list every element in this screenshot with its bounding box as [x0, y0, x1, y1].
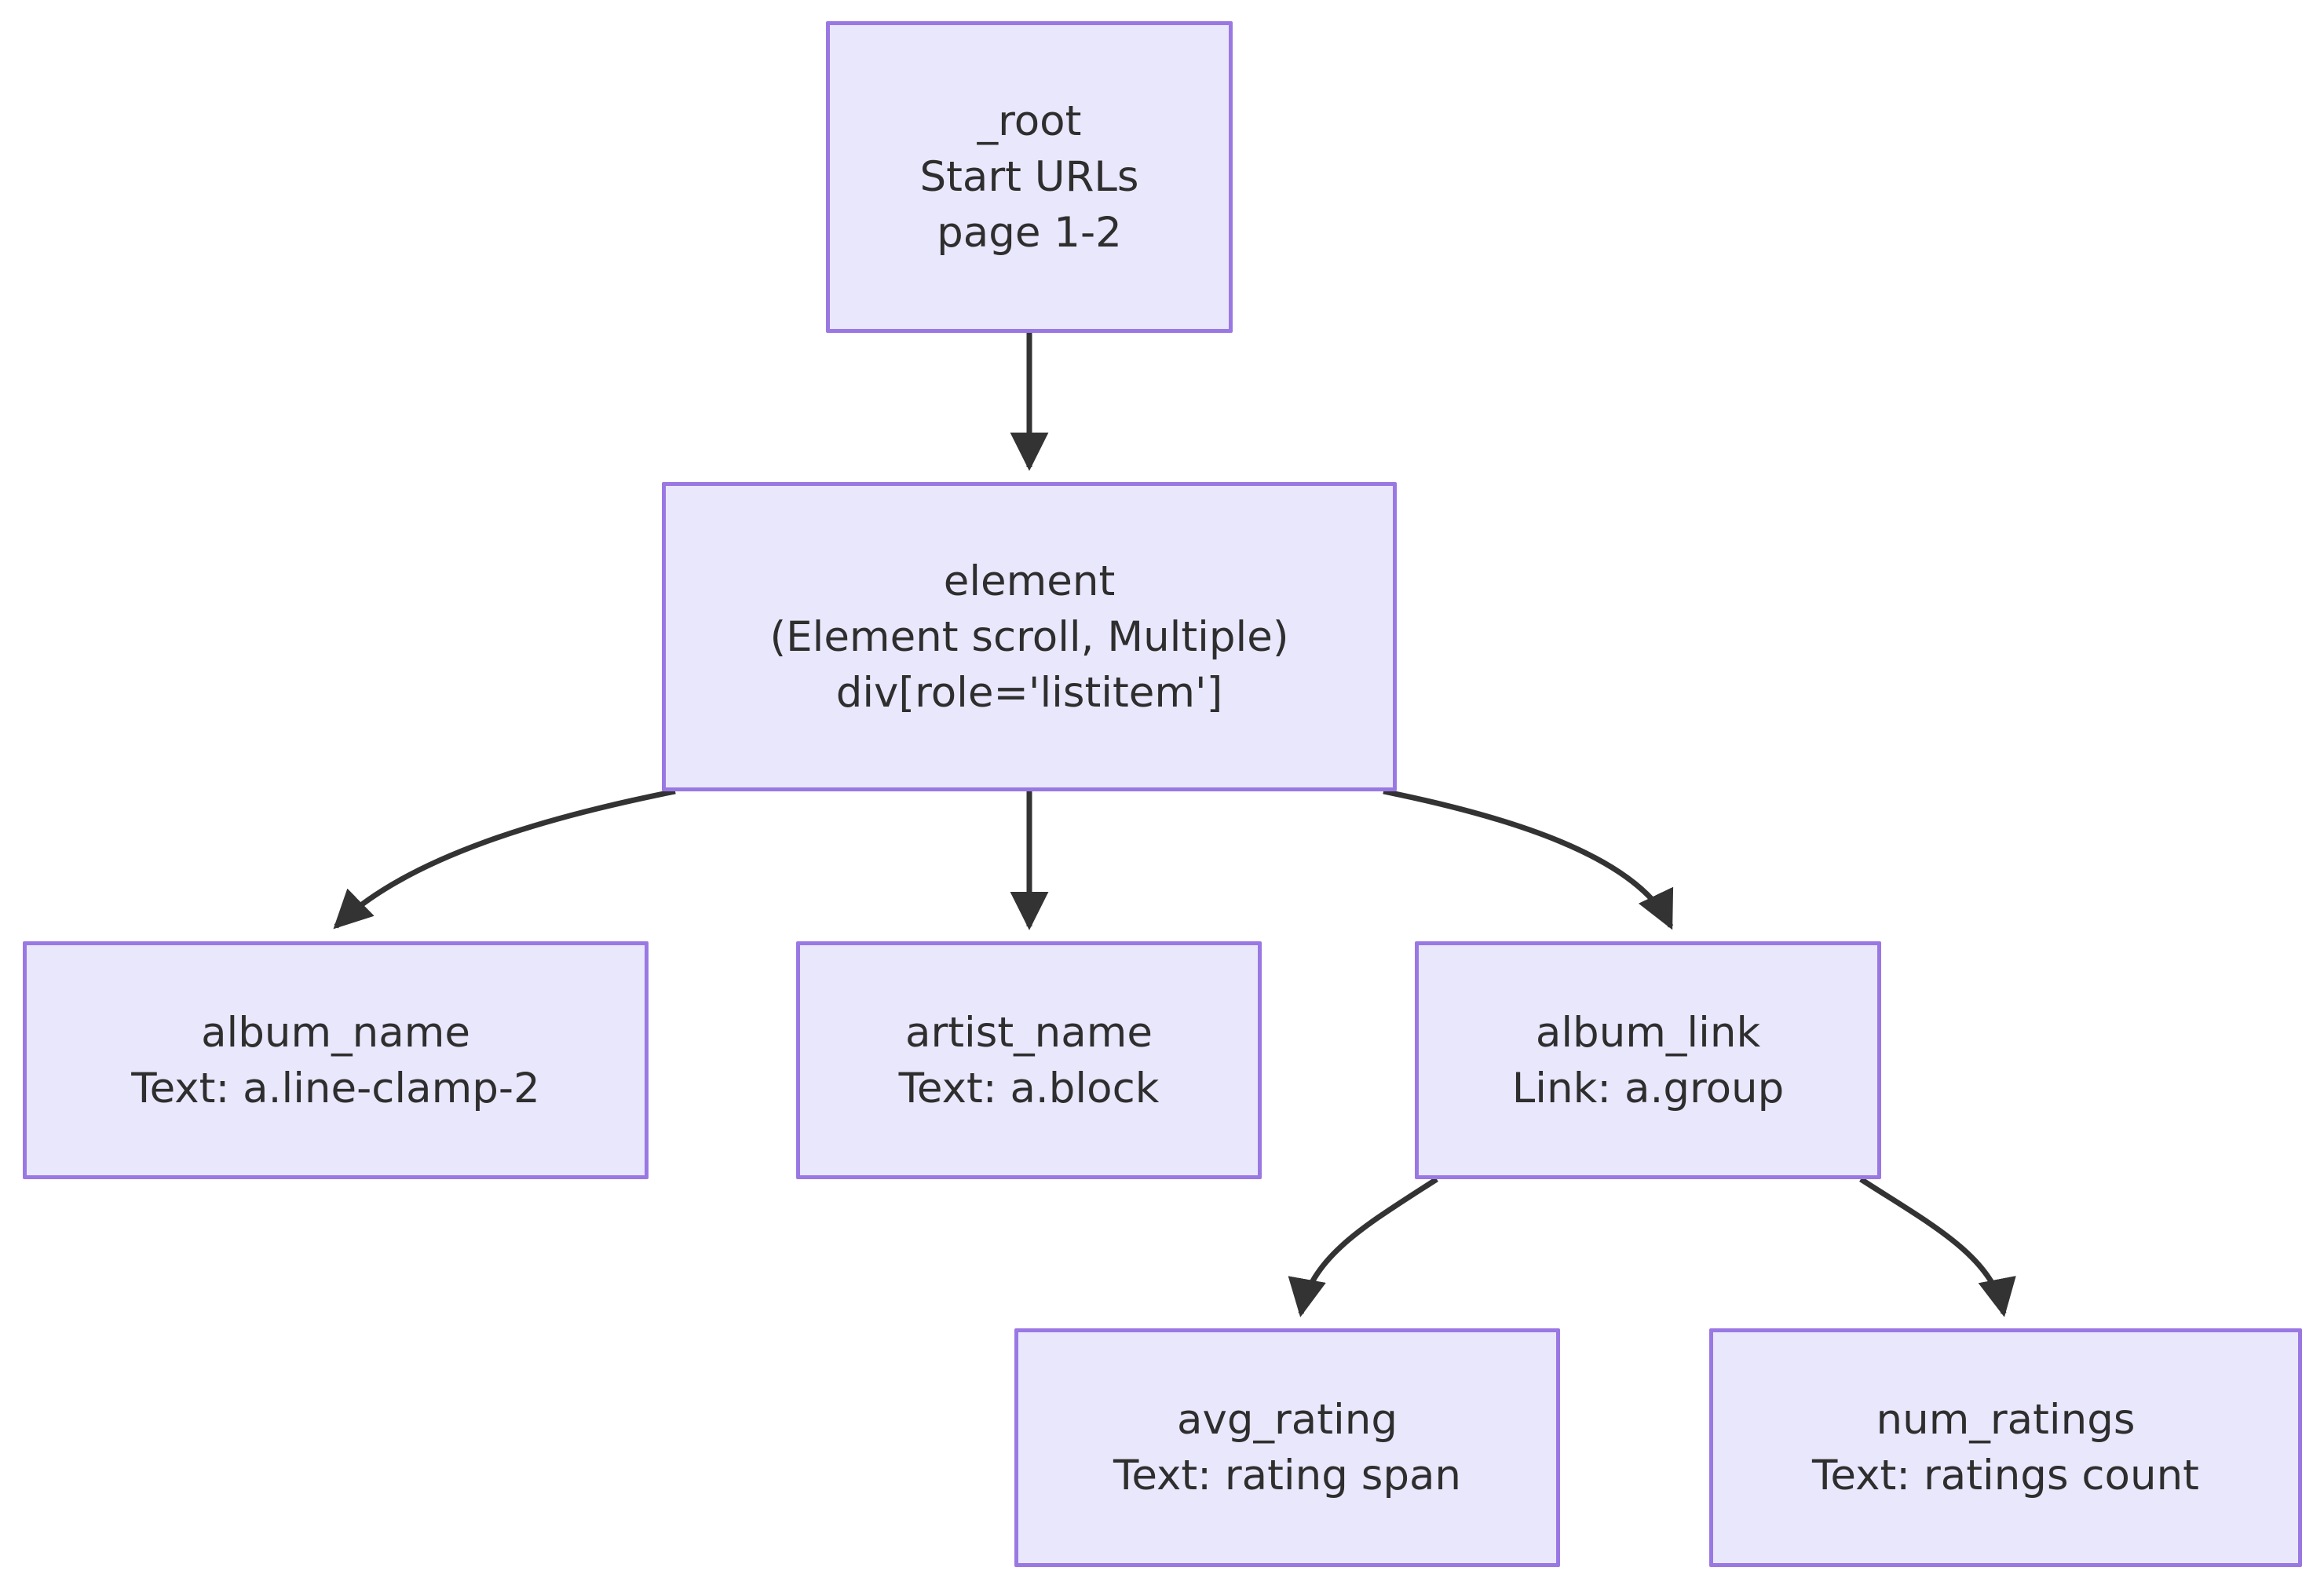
node-album-link[interactable]: album_link Link: a.group: [1415, 941, 1881, 1179]
node-num-ratings[interactable]: num_ratings Text: ratings count: [1709, 1328, 2302, 1567]
node-element-line-3: div[role='listitem']: [835, 668, 1223, 717]
node-element[interactable]: element (Element scroll, Multiple) div[r…: [662, 482, 1397, 791]
node-num-ratings-line-2: Text: ratings count: [1812, 1452, 2199, 1500]
node-album-name-line-1: album_name: [201, 1008, 470, 1057]
node-album-name-line-2: Text: a.line-clamp-2: [131, 1064, 540, 1112]
node-num-ratings-line-1: num_ratings: [1876, 1396, 2136, 1444]
node-root-line-3: page 1-2: [937, 209, 1122, 257]
node-artist-name-line-1: artist_name: [905, 1008, 1153, 1057]
node-root-line-1: _root: [977, 97, 1082, 145]
node-avg-rating[interactable]: avg_rating Text: rating span: [1014, 1328, 1560, 1567]
node-root[interactable]: _root Start URLs page 1-2: [826, 21, 1233, 333]
edge-album-link-to-avg-rating: [1288, 1177, 1438, 1317]
edge-album-link-to-num-ratings: [1859, 1177, 2016, 1317]
node-element-line-2: (Element scroll, Multiple): [769, 612, 1289, 661]
node-artist-name-line-2: Text: a.block: [898, 1064, 1160, 1112]
node-root-line-2: Start URLs: [919, 153, 1139, 201]
node-element-line-1: element: [943, 557, 1116, 605]
node-album-link-line-2: Link: a.group: [1511, 1064, 1785, 1112]
node-album-link-line-1: album_link: [1535, 1008, 1761, 1057]
node-avg-rating-line-1: avg_rating: [1177, 1396, 1398, 1444]
node-artist-name[interactable]: artist_name Text: a.block: [796, 941, 1262, 1179]
edge-element-to-album-link: [1383, 788, 1674, 930]
edge-element-to-album-name: [333, 788, 676, 930]
node-avg-rating-line-2: Text: rating span: [1113, 1452, 1462, 1500]
node-album-name[interactable]: album_name Text: a.line-clamp-2: [23, 941, 649, 1179]
